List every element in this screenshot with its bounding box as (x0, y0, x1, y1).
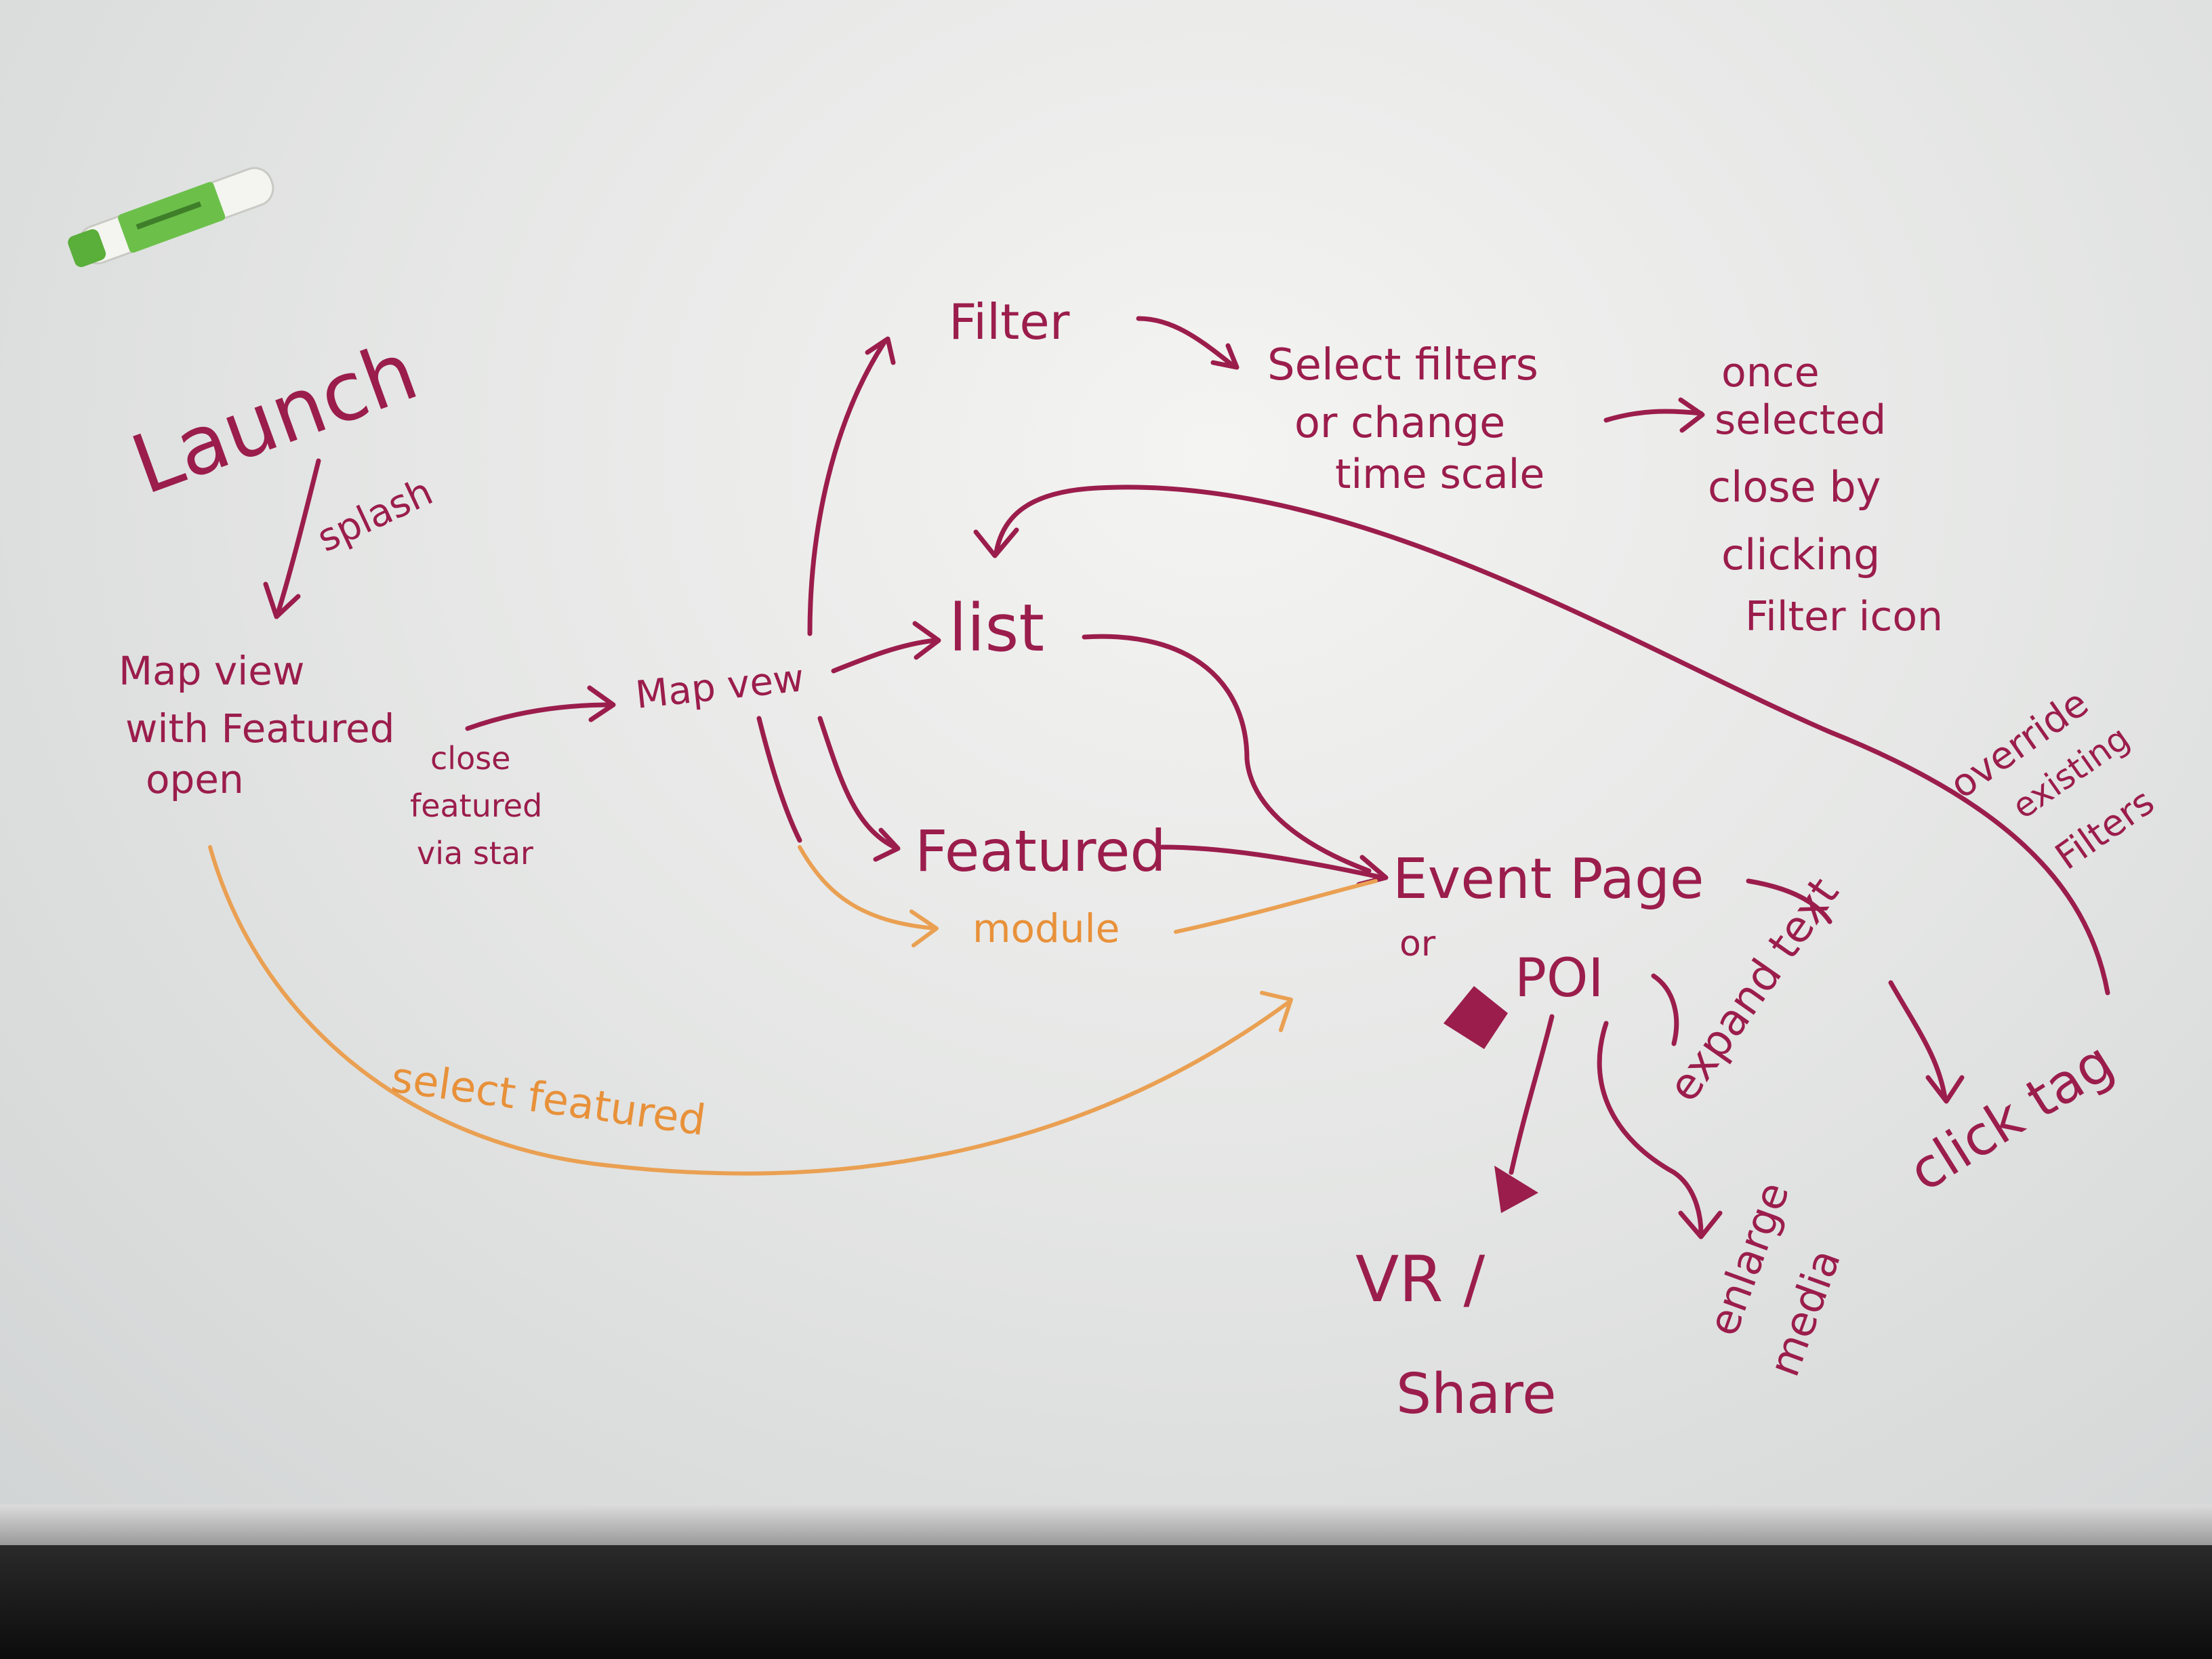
node-featured: Featured (915, 818, 1166, 884)
arrow-featured-to-event (1160, 844, 1385, 880)
diagram-labels: Launch splash Map view with Featured ope… (119, 293, 2162, 1427)
diamond-shape-icon (1443, 986, 1508, 1049)
close-featured-line1: close (430, 740, 510, 777)
once-selected-line4: clicking (1721, 530, 1880, 579)
node-list: list (949, 590, 1044, 666)
map-view-featured-line2: with Featured (125, 705, 394, 752)
label-splash: splash (310, 470, 439, 561)
node-module: module (972, 905, 1120, 951)
node-once-selected: once selected close by clicking Filter i… (1708, 349, 1943, 640)
node-launch: Launch (120, 324, 429, 513)
arrow-mapview-to-filter (807, 340, 887, 636)
node-event-page: Event Page (1393, 847, 1704, 912)
once-selected-line5: Filter icon (1745, 593, 1943, 640)
connectors (263, 316, 2110, 1240)
arrow-to-clicktag (1888, 980, 1948, 1101)
arrow-poi-to-enlarge (1597, 1021, 1704, 1236)
arrow-select-to-once (1603, 409, 1704, 423)
arrow-featured-to-mapview (465, 702, 613, 731)
label-override-filters: override existing Filters (1942, 681, 2162, 878)
node-filter: Filter (949, 293, 1070, 350)
map-view-featured-line3: open (146, 756, 244, 802)
node-poi: POI (1515, 948, 1603, 1009)
node-select-filters: Select filters or change time scale (1267, 340, 1544, 498)
arrow-list-to-event (1082, 634, 1372, 874)
arrow-select-featured (208, 845, 1290, 1176)
select-filters-line1: Select filters (1267, 340, 1538, 390)
once-selected-line1: once (1721, 349, 1820, 396)
marker-pen-icon (68, 167, 274, 268)
once-selected-line2: selected (1715, 396, 1886, 444)
label-close-featured: close featured via star (410, 740, 542, 872)
close-featured-line2: featured (410, 787, 542, 824)
arrow-mapview-to-featured (817, 716, 897, 850)
node-map-view: Map vew (634, 656, 806, 718)
node-share: Share (1396, 1362, 1557, 1427)
node-enlarge-media: enlarge media (1698, 1176, 1850, 1382)
arrow-mapview-to-module-orange (798, 845, 937, 930)
map-view-featured-line1: Map view (119, 648, 304, 694)
floor-background (0, 1545, 2212, 1659)
arrow-mapview-to-module (756, 716, 802, 843)
label-or: or (1399, 924, 1436, 964)
arrow-filter-to-select (1136, 316, 1236, 369)
arrow-clicktag-to-list (994, 485, 2110, 996)
node-vr: VR / (1355, 1243, 1485, 1317)
orange-labels: module select featured (388, 905, 1120, 1145)
arrow-launch-to-mapview (275, 458, 321, 616)
triangle-shape-icon (1494, 1166, 1538, 1213)
arrow-poi-to-vr (1509, 1014, 1555, 1175)
arrow-event-to-expand (1746, 878, 1832, 924)
label-select-featured: select featured (388, 1052, 709, 1145)
select-filters-line2: or change (1294, 398, 1505, 447)
whiteboard (0, 0, 2212, 1504)
arrow-poi-to-expand (1651, 973, 1679, 1046)
arrow-mapview-to-list (831, 638, 938, 674)
orange-connectors (208, 845, 1378, 1176)
arrow-module-to-event (1174, 879, 1378, 934)
close-featured-line3: via star (417, 835, 533, 872)
whiteboard-ledge (0, 1504, 2212, 1545)
node-map-view-featured: Map view with Featured open (119, 648, 394, 802)
once-selected-line3: close by (1708, 462, 1881, 512)
select-filters-line3: time scale (1335, 451, 1544, 498)
